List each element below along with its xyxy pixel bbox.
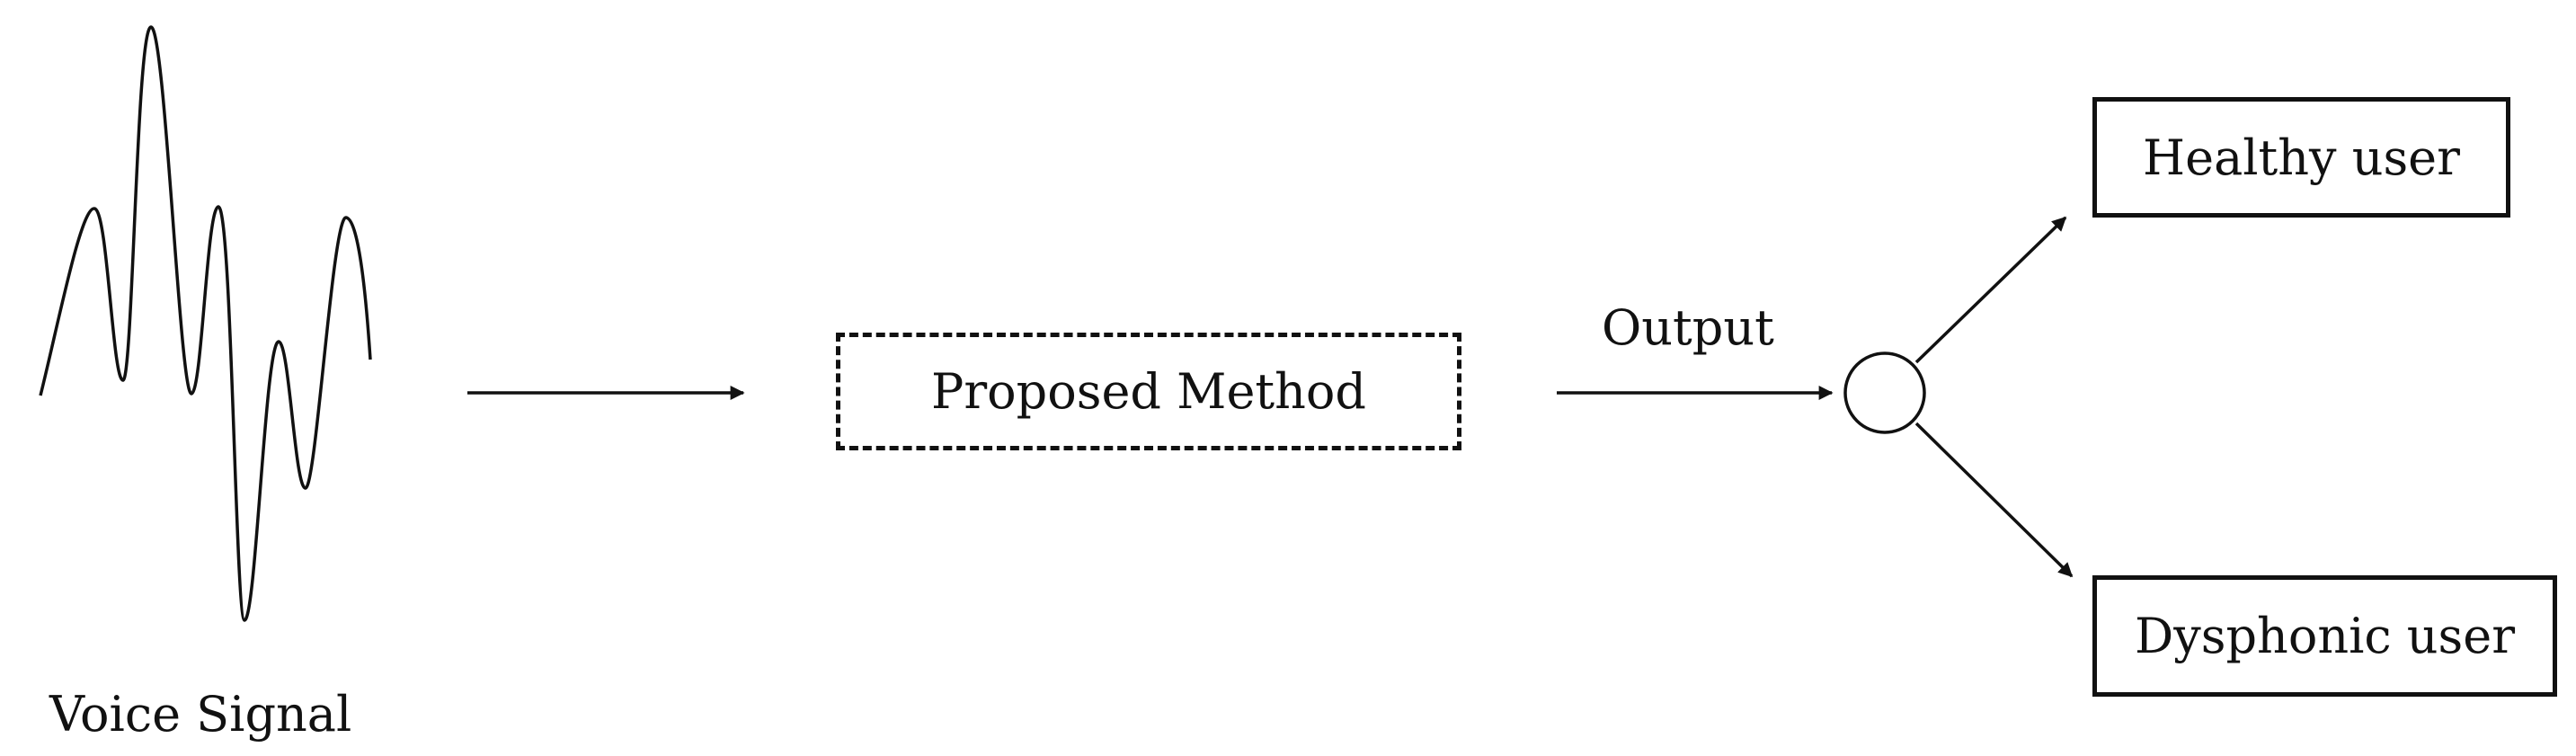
voice-waveform (39, 25, 372, 622)
healthy-user-label: Healthy user (2143, 129, 2460, 186)
voice-signal-label: Voice Signal (49, 686, 352, 743)
proposed-method-box: Proposed Method (836, 333, 1461, 450)
proposed-method-label: Proposed Method (931, 363, 1366, 420)
healthy-user-box: Healthy user (2092, 97, 2510, 218)
dysphonic-arrow (1914, 422, 2074, 578)
dysphonic-user-label: Dysphonic user (2134, 608, 2516, 664)
decision-node (1843, 351, 1926, 434)
healthy-arrow (1914, 216, 2067, 364)
dysphonic-user-box: Dysphonic user (2092, 575, 2557, 697)
output-label: Output (1602, 299, 1774, 356)
